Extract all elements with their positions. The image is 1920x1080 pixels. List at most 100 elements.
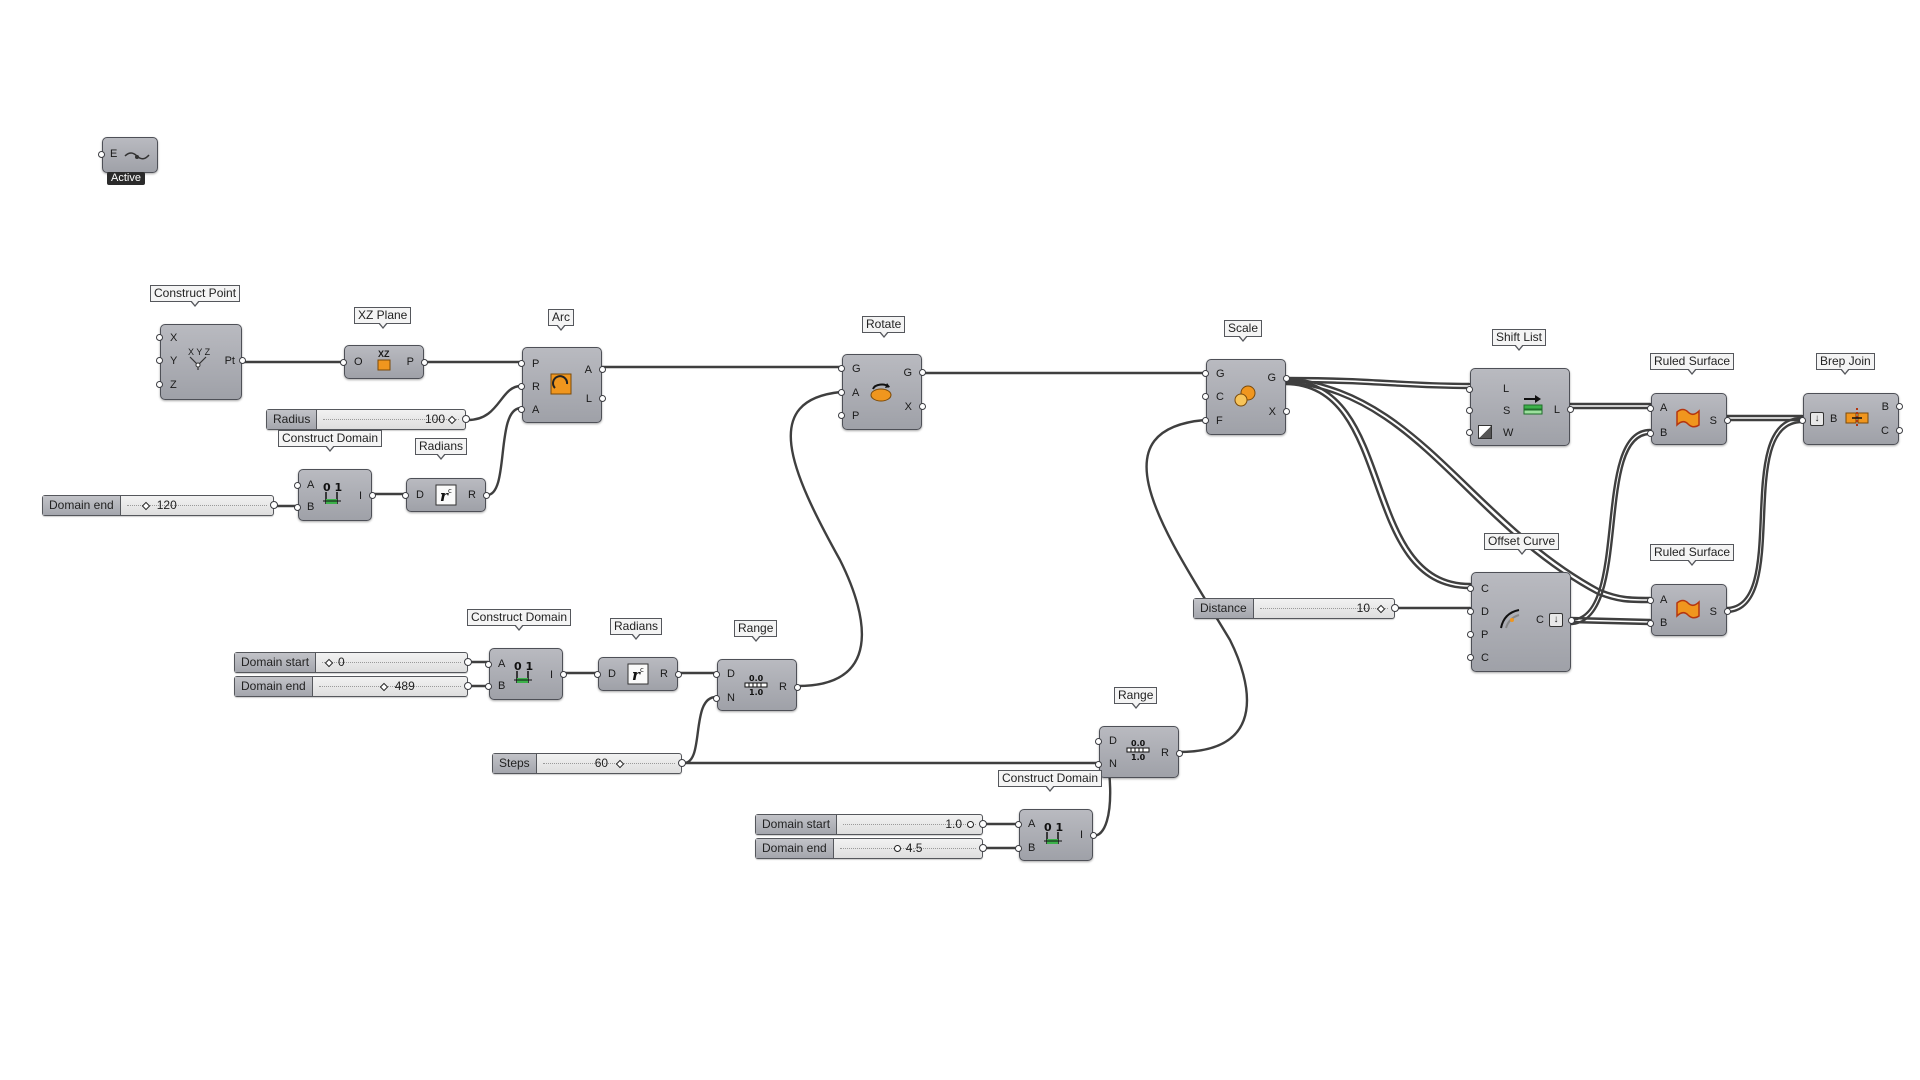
input-pin-w[interactable] bbox=[1466, 429, 1473, 436]
domain-end-slider[interactable]: Domain end 4.5 bbox=[755, 838, 987, 859]
output-pin-g[interactable] bbox=[1283, 375, 1290, 382]
slider-knob[interactable] bbox=[324, 658, 334, 668]
distance-slider[interactable]: Distance 10 bbox=[1193, 598, 1399, 619]
input-pin-c[interactable] bbox=[1202, 393, 1209, 400]
input-pin-p[interactable] bbox=[1467, 631, 1474, 638]
domain-end-slider[interactable]: Domain end 489 bbox=[234, 676, 472, 697]
scale-component[interactable]: G C F G X bbox=[1202, 359, 1290, 435]
construct-domain-1-component[interactable]: A B 0 1 I bbox=[294, 469, 376, 521]
output-pin[interactable] bbox=[1567, 406, 1574, 413]
output-pin[interactable] bbox=[1724, 417, 1731, 424]
input-pin-p[interactable] bbox=[838, 412, 845, 419]
input-pin-z[interactable] bbox=[156, 381, 163, 388]
input-pin-a[interactable] bbox=[1647, 597, 1654, 604]
arc-component[interactable]: P R A A L bbox=[518, 347, 606, 423]
output-pin-b[interactable] bbox=[1896, 403, 1903, 410]
output-pin[interactable] bbox=[421, 359, 428, 366]
input-pin-b[interactable] bbox=[1799, 417, 1806, 424]
output-pin-c[interactable] bbox=[1896, 427, 1903, 434]
output-pin[interactable] bbox=[675, 671, 682, 678]
input-pin-s[interactable] bbox=[1466, 407, 1473, 414]
output-pin[interactable] bbox=[483, 492, 490, 499]
output-pin[interactable] bbox=[979, 820, 987, 828]
input-pin-x[interactable] bbox=[156, 334, 163, 341]
input-pin-c2[interactable] bbox=[1467, 654, 1474, 661]
input-pin-g[interactable] bbox=[1202, 370, 1209, 377]
construct-domain-2-component[interactable]: A B 0 1 I bbox=[485, 648, 567, 700]
output-pin-x[interactable] bbox=[919, 403, 926, 410]
slider-knob[interactable] bbox=[615, 759, 624, 769]
output-pin[interactable] bbox=[1724, 608, 1731, 615]
output-pin[interactable] bbox=[464, 658, 472, 666]
input-pin-d[interactable] bbox=[1095, 738, 1102, 745]
input-pin[interactable] bbox=[340, 359, 347, 366]
output-pin[interactable] bbox=[560, 671, 567, 678]
input-pin-n[interactable] bbox=[1095, 761, 1102, 768]
output-pin[interactable] bbox=[239, 357, 246, 364]
slider-knob[interactable] bbox=[967, 821, 974, 828]
input-pin[interactable] bbox=[402, 492, 409, 499]
domain-start-slider[interactable]: Domain start 0 bbox=[234, 652, 472, 673]
slider-rail[interactable]: 100 bbox=[317, 410, 465, 429]
input-pin-l[interactable] bbox=[1466, 386, 1473, 393]
input-pin-p[interactable] bbox=[518, 360, 525, 367]
output-pin[interactable] bbox=[1391, 604, 1399, 612]
input-pin-a[interactable] bbox=[1647, 405, 1654, 412]
output-pin-a[interactable] bbox=[599, 366, 606, 373]
output-pin-l[interactable] bbox=[599, 395, 606, 402]
output-pin[interactable] bbox=[678, 759, 686, 767]
output-pin[interactable] bbox=[1090, 832, 1097, 839]
slider-rail[interactable]: 0 bbox=[316, 653, 467, 672]
input-pin-y[interactable] bbox=[156, 357, 163, 364]
output-pin[interactable] bbox=[464, 682, 472, 690]
output-pin[interactable] bbox=[794, 684, 801, 691]
range-1-component[interactable]: D N 0.0 1.0 R bbox=[713, 659, 801, 711]
slider-rail[interactable]: 489 bbox=[312, 677, 467, 696]
ruled-surface-1-component[interactable]: A B S bbox=[1647, 393, 1731, 445]
input-pin-f[interactable] bbox=[1202, 417, 1209, 424]
output-pin[interactable] bbox=[1176, 750, 1183, 757]
input-pin-d[interactable] bbox=[1467, 608, 1474, 615]
construct-point-component[interactable]: X Y Z X Y Z Pt bbox=[156, 324, 246, 400]
slider-rail[interactable]: 1.0 bbox=[837, 815, 982, 834]
input-pin-b[interactable] bbox=[1647, 430, 1654, 437]
construct-domain-3-component[interactable]: A B 0 1 I bbox=[1015, 809, 1097, 861]
range-2-component[interactable]: D N 0.0 1.0 R bbox=[1095, 726, 1183, 778]
slider-rail[interactable]: 4.5 bbox=[833, 839, 982, 858]
input-pin-n[interactable] bbox=[713, 695, 720, 702]
ruled-surface-2-component[interactable]: A B S bbox=[1647, 584, 1731, 636]
input-pin-r[interactable] bbox=[518, 383, 525, 390]
slider-knob[interactable] bbox=[447, 415, 457, 425]
slider-knob[interactable] bbox=[1376, 604, 1386, 614]
input-pin-b[interactable] bbox=[294, 504, 301, 511]
input-pin-d[interactable] bbox=[713, 671, 720, 678]
input-pin-b[interactable] bbox=[485, 683, 492, 690]
slider-knob[interactable] bbox=[141, 501, 150, 511]
input-pin-a[interactable] bbox=[294, 482, 301, 489]
xz-plane-component[interactable]: O XZ P bbox=[340, 345, 428, 379]
input-pin[interactable] bbox=[98, 151, 105, 158]
domain-end-slider[interactable]: Domain end 120 bbox=[42, 495, 278, 516]
output-pin[interactable] bbox=[1568, 617, 1575, 624]
input-pin[interactable] bbox=[594, 671, 601, 678]
radius-slider[interactable]: Radius 100 bbox=[266, 409, 470, 430]
rotate-component[interactable]: G A P G X bbox=[838, 354, 926, 430]
slider-knob[interactable] bbox=[379, 682, 388, 692]
input-pin-b[interactable] bbox=[1015, 845, 1022, 852]
offset-curve-component[interactable]: C D P C C ↓ bbox=[1467, 572, 1575, 672]
input-pin-g[interactable] bbox=[838, 365, 845, 372]
input-pin-c[interactable] bbox=[1467, 585, 1474, 592]
output-pin[interactable] bbox=[369, 492, 376, 499]
input-pin-a[interactable] bbox=[518, 406, 525, 413]
input-pin-a[interactable] bbox=[1015, 821, 1022, 828]
brep-join-component[interactable]: ↓ B B C bbox=[1799, 393, 1903, 445]
slider-knob[interactable] bbox=[893, 845, 901, 852]
domain-start-slider[interactable]: Domain start 1.0 bbox=[755, 814, 987, 835]
radians-2-component[interactable]: D r c R bbox=[594, 657, 682, 691]
toggle-component[interactable]: E bbox=[98, 137, 158, 173]
output-pin[interactable] bbox=[270, 501, 278, 509]
slider-rail[interactable]: 60 bbox=[536, 754, 681, 773]
steps-slider[interactable]: Steps 60 bbox=[492, 753, 686, 774]
output-pin[interactable] bbox=[462, 415, 470, 423]
shift-list-component[interactable]: L S W L bbox=[1466, 368, 1574, 446]
